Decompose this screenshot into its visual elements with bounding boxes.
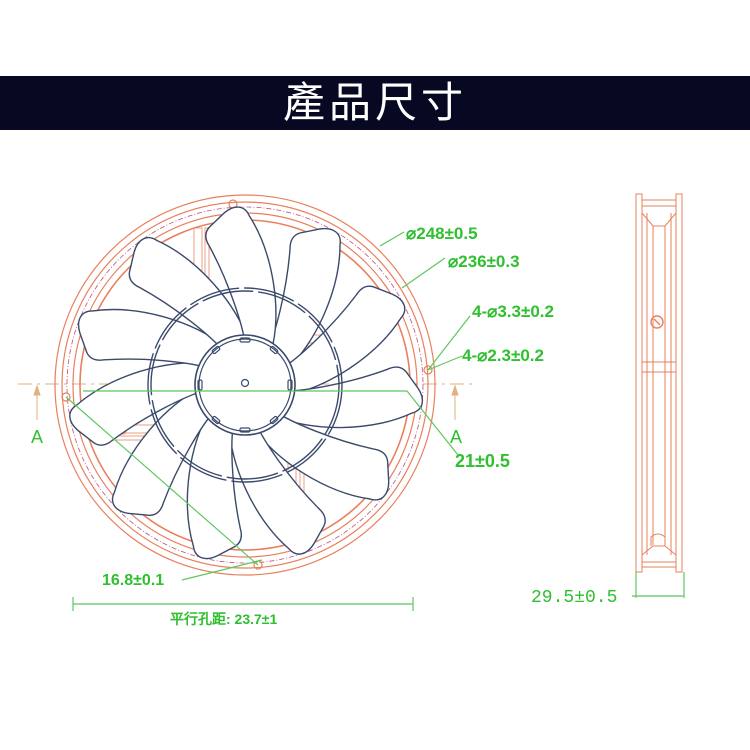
page-title: 產品尺寸 [282,78,467,127]
section-markers [33,384,459,420]
fan-blades [69,206,424,560]
blade-ring [147,287,343,483]
hub [194,334,296,436]
outer-diameter-label: ⌀248±0.5 [406,224,478,243]
side-thickness-dimension [632,572,685,598]
offset-label: 21±0.5 [455,451,510,471]
fan-front-view [18,194,475,611]
parallel-hole-distance-label: 平行孔距: 23.7±1 [170,611,278,627]
fan-side-view [635,193,683,573]
section-marker-left: A [31,427,44,447]
hole-offset-label: 16.8±0.1 [102,572,165,589]
title-banner: 產品尺寸 [0,76,750,130]
section-marker-right: A [450,427,463,447]
thickness-label: 29.5±0.5 [531,588,618,608]
inner-diameter-label: ⌀236±0.3 [448,252,520,271]
dimension-leaders [65,231,471,611]
mount-hole-small-label: 4-⌀2.3±0.2 [462,346,544,365]
mount-hole-large-label: 4-⌀3.3±0.2 [472,302,554,321]
